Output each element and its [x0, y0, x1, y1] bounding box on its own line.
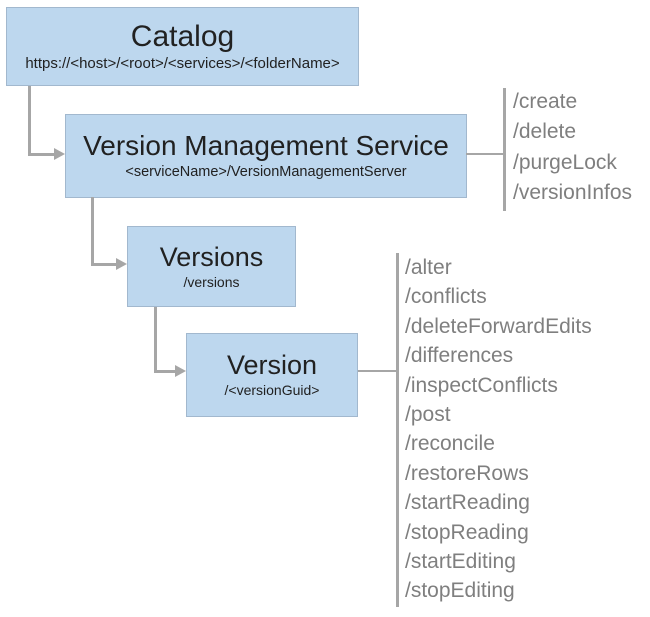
- operation-differences: /differences: [405, 344, 514, 368]
- operation-deleteforwardedits: /deleteForwardEdits: [405, 314, 592, 338]
- node-catalog: Catalog https://<host>/<root>/<services>…: [6, 7, 359, 86]
- connector-version-to-operations: [358, 370, 397, 372]
- operations-list-version: /alter /conflicts /deleteForwardEdits /d…: [405, 253, 592, 606]
- connector-versions-to-version-horizontal: [154, 370, 176, 373]
- operation-alter: /alter: [405, 256, 452, 279]
- operation-startediting: /startEditing: [405, 550, 516, 574]
- node-version-title: Version: [226, 350, 318, 381]
- operation-create: /create: [513, 90, 578, 113]
- connector-vms-to-operations: [466, 153, 504, 155]
- operation-restorerows: /restoreRows: [405, 461, 529, 485]
- node-version-url: /<versionGuid>: [224, 382, 320, 399]
- operation-post: /post: [405, 403, 451, 427]
- operation-purgelock: /purgeLock: [513, 150, 617, 174]
- node-version-management-service: Version Management Service <serviceName>…: [65, 114, 467, 198]
- operation-stopediting: /stopEditing: [405, 579, 515, 603]
- node-versions: Versions /versions: [127, 226, 296, 307]
- operation-inspectconflicts: /inspectConflicts: [405, 373, 558, 397]
- node-vms-url: <serviceName>/VersionManagementServer: [125, 163, 407, 180]
- operations-list-bar-version: [396, 253, 399, 607]
- node-versions-title: Versions: [159, 241, 264, 272]
- operation-stopreading: /stopReading: [405, 520, 529, 544]
- operation-versioninfos: /versionInfos: [513, 180, 633, 204]
- node-catalog-title: Catalog: [130, 19, 235, 53]
- node-vms-title: Version Management Service: [83, 130, 449, 162]
- operation-conflicts: /conflicts: [405, 285, 487, 309]
- connector-versions-to-version-vertical: [154, 307, 157, 372]
- operation-reconcile: /reconcile: [405, 432, 495, 456]
- connector-catalog-to-vms-vertical: [28, 86, 31, 155]
- arrow-right-icon: [175, 365, 186, 377]
- arrow-right-icon: [116, 258, 127, 270]
- node-version: Version /<versionGuid>: [186, 333, 358, 417]
- operation-delete: /delete: [513, 120, 577, 144]
- node-catalog-url: https://<host>/<root>/<services>/<folder…: [25, 55, 340, 72]
- connector-vms-to-versions-horizontal: [91, 263, 117, 266]
- connector-catalog-to-vms-horizontal: [28, 153, 55, 156]
- connector-vms-to-versions-vertical: [91, 197, 94, 265]
- operation-startreading: /startReading: [405, 491, 530, 515]
- node-versions-url: /versions: [183, 273, 240, 290]
- operations-list-vms: /create /delete /purgeLock /versionInfos: [513, 87, 632, 208]
- operations-list-bar-vms: [503, 88, 506, 211]
- arrow-right-icon: [54, 148, 65, 160]
